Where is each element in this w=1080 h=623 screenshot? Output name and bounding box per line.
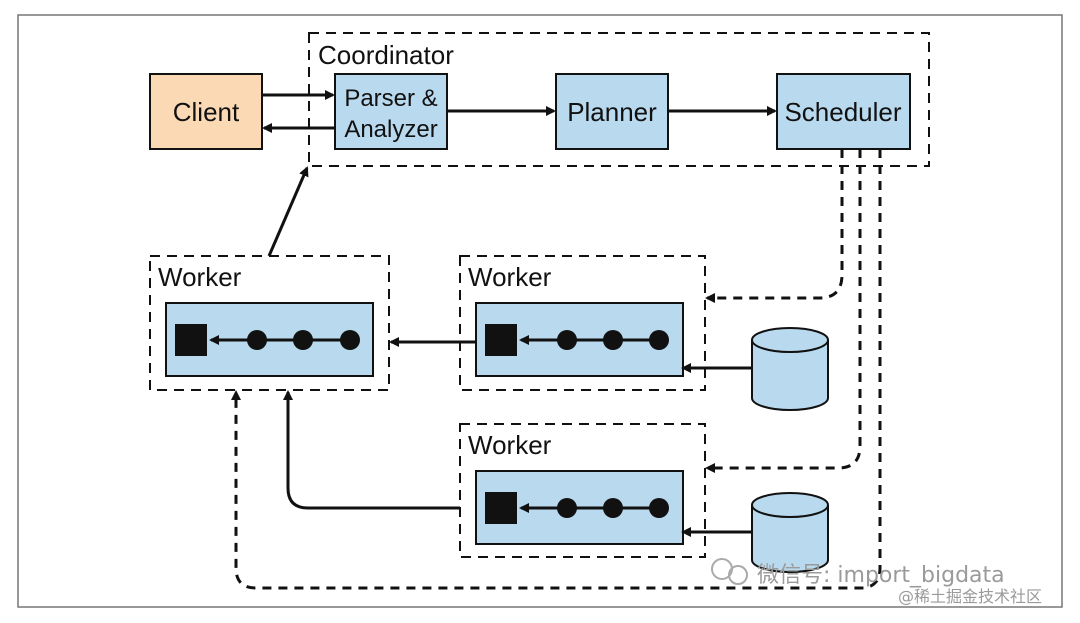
parser-analyzer-node: Parser & Analyzer [334,73,448,150]
scheduler-box [776,73,911,150]
client-node: Client [149,73,263,150]
coordinator-group: Coordinator [308,32,930,167]
worker-left-sink-square [175,324,207,356]
worker-left-operator-3 [340,330,360,350]
worker-middle-bottom-to-left-arrow [283,390,460,510]
scheduler-label: Scheduler [784,97,901,127]
parser-analyzer-box [334,73,448,150]
worker-left-operator-1 [247,330,267,350]
worker-middle-bottom: Worker [459,423,706,558]
watermark-line2: @稀土掘金技术社区 [898,587,1042,606]
watermark-line1: 微信号: import_bigdata [757,563,1005,588]
worker-middle-bottom-boundary [459,423,706,558]
worker-middle-bottom-operator-3 [649,498,669,518]
worker-middle-top-boundary [459,255,706,391]
coordinator-title: Coordinator [318,40,454,70]
worker-left-to-coordinator-arrow [267,166,309,257]
worker-left-operator-2 [293,330,313,350]
client-label: Client [173,97,240,127]
worker-middle-top: Worker [459,255,706,391]
coordinator-boundary [308,32,930,167]
worker-middle-bottom-operator-1 [557,498,577,518]
wechat-icon-secondary [728,565,748,585]
scheduler-to-worker-left-arrow [231,149,882,590]
scheduler-node: Scheduler [776,73,911,150]
client-box [149,73,263,150]
database-bottom-icon [751,492,829,573]
worker-middle-bottom-sink-square [485,492,517,524]
scheduler-to-worker-middle-bottom-arrow [705,149,862,473]
planner-label: Planner [567,97,657,127]
worker-middle-bottom-operator-2 [603,498,623,518]
worker-middle-top-operator-3 [649,330,669,350]
worker-left: Worker [149,255,390,391]
worker-middle-top-operator-2 [603,330,623,350]
worker-left-title: Worker [158,262,242,292]
worker-middle-bottom-title: Worker [468,430,552,460]
parser-label-line2: Analyzer [344,116,437,143]
outer-frame [17,14,1063,608]
planner-node: Planner [555,73,669,150]
scheduler-to-worker-middle-top-arrow [705,149,844,303]
worker-middle-top-sink-square [485,324,517,356]
worker-middle-top-title: Worker [468,262,552,292]
watermark: 微信号: import_bigdata @稀土掘金技术社区 [711,558,1042,606]
parser-label-line1: Parser & [344,85,437,112]
worker-middle-top-operator-1 [557,330,577,350]
database-top-icon [751,327,829,411]
